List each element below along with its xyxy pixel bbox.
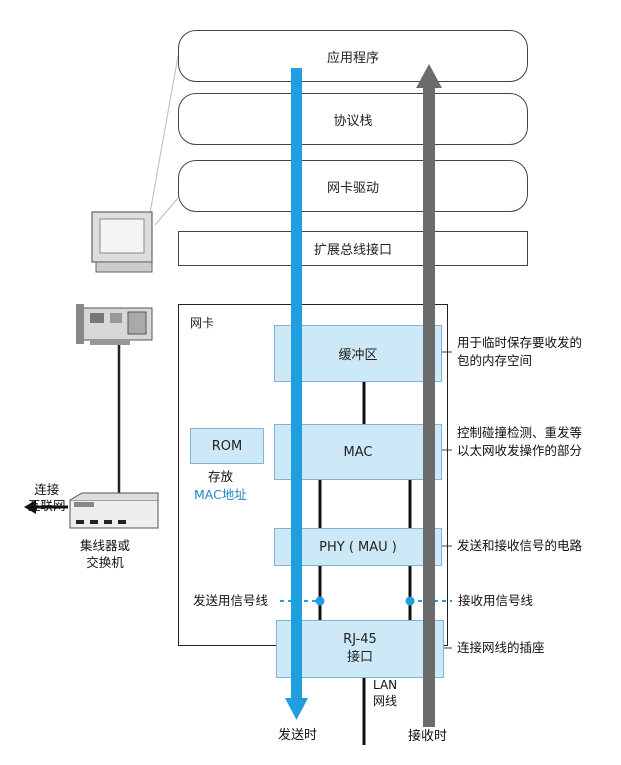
layer-bus-interface: 扩展总线接口 xyxy=(178,231,528,266)
hub-switch-label: 集线器或 交换机 xyxy=(80,538,131,570)
hub-switch-icon xyxy=(69,492,159,529)
layer-application: 应用程序 xyxy=(178,30,528,82)
receive-signal-label: 接收用信号线 xyxy=(458,593,534,608)
rj45-block: RJ-45 接口 xyxy=(276,620,444,678)
send-signal-label: 发送用信号线 xyxy=(193,593,269,608)
phy-description: 发送和接收信号的电路 xyxy=(457,538,583,553)
layer-protocol-stack: 协议栈 xyxy=(178,93,528,145)
nic-label: 网卡 xyxy=(190,316,215,330)
mac-block: MAC xyxy=(274,424,442,480)
computer-icon xyxy=(91,211,153,273)
buffer-description: 用于临时保存要收发的 包的内存空间 xyxy=(457,335,583,368)
phy-block: PHY ( MAU ) xyxy=(274,528,442,566)
layer-nic-driver: 网卡驱动 xyxy=(178,160,528,212)
mac-description: 控制碰撞检测、重发等 以太网收发操作的部分 xyxy=(457,425,583,458)
lan-cable-label: LAN 网线 xyxy=(373,678,398,708)
buffer-block: 缓冲区 xyxy=(274,325,442,382)
internet-label: 连接 互联网 xyxy=(28,482,66,513)
rom-note-line2: MAC地址 xyxy=(194,487,247,502)
rom-block: ROM xyxy=(190,428,264,464)
rj45-description: 连接网线的插座 xyxy=(457,640,545,655)
send-time-label: 发送时 xyxy=(278,728,318,743)
receive-time-label: 接收时 xyxy=(408,729,448,744)
nic-card-icon xyxy=(76,304,153,345)
rom-note-line1: 存放 xyxy=(208,469,234,484)
